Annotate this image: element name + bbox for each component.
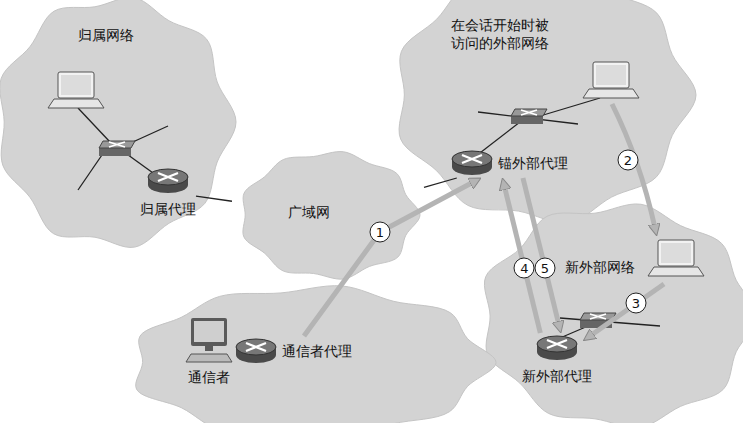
flow-arrow xyxy=(504,186,540,333)
flow-arrow xyxy=(304,182,474,336)
network-name: 在会话开始时被访问的外部网络 xyxy=(448,16,552,52)
lan-cable xyxy=(124,126,168,146)
cloud-shape xyxy=(484,204,743,423)
router-icon xyxy=(450,148,494,178)
router-node: 锚外部代理 xyxy=(450,148,568,178)
flow-arrow xyxy=(523,178,559,325)
keyboard xyxy=(186,354,232,362)
network-cloud: 新外部网络新外部代理 xyxy=(472,196,743,423)
lan-cable xyxy=(560,318,660,326)
callout-number: 2 xyxy=(618,150,639,171)
laptop xyxy=(583,62,639,98)
node-label: 新外部代理 xyxy=(522,367,592,385)
cloud-outline xyxy=(472,196,743,423)
router-top xyxy=(148,169,188,185)
lan-cable xyxy=(476,122,520,156)
callout-number: 5 xyxy=(534,257,555,278)
monitor-frame xyxy=(191,318,227,346)
router-cross xyxy=(246,343,266,351)
callout-number: 1 xyxy=(370,222,391,243)
laptop xyxy=(648,240,704,276)
router-cross xyxy=(462,155,482,163)
lan-cable xyxy=(78,152,104,190)
network-name: 广域网 xyxy=(288,203,330,221)
link-line xyxy=(424,178,457,187)
network-cloud: 归属网络归属代理 xyxy=(0,0,240,256)
monitor-stand xyxy=(205,346,213,351)
node-label: 归属代理 xyxy=(140,200,196,218)
network-cloud-shape xyxy=(136,286,496,423)
lan-cable xyxy=(478,112,578,124)
node-label: 锚外部代理 xyxy=(498,154,568,172)
router-icon xyxy=(535,333,579,363)
switch xyxy=(99,141,135,156)
computer-icon xyxy=(185,318,233,364)
router-cross xyxy=(547,340,567,348)
router-cross xyxy=(158,173,178,181)
host-node: 通信者 xyxy=(185,318,233,386)
cloud-shape xyxy=(0,0,236,247)
monitor-screen xyxy=(194,321,224,342)
illustration xyxy=(48,62,704,423)
callout-number: 3 xyxy=(626,293,647,314)
node-label: 通信者 xyxy=(188,368,230,386)
node-label: 通信者代理 xyxy=(282,342,352,360)
callout-number: 4 xyxy=(514,257,535,278)
lan-cable xyxy=(560,326,588,338)
switch xyxy=(511,109,547,124)
network-cloud: 广域网 xyxy=(232,145,424,285)
network-cloud: 在会话开始时被访问的外部网络锚外部代理 xyxy=(385,0,700,230)
router-top xyxy=(537,336,577,352)
cloud-outline xyxy=(385,0,700,230)
lan-cable xyxy=(124,152,160,178)
cloud-shape xyxy=(243,152,420,280)
network-name: 归属网络 xyxy=(78,26,134,44)
router-icon xyxy=(146,166,190,196)
switch xyxy=(580,313,616,328)
lan-cable xyxy=(540,98,600,116)
router-top xyxy=(236,339,276,355)
cloud-shape xyxy=(399,0,696,223)
network-name: 新外部网络 xyxy=(565,258,635,276)
router-node: 通信者代理 xyxy=(234,336,352,366)
router-node: 新外部代理 xyxy=(522,333,592,385)
router-icon xyxy=(234,336,278,366)
laptop xyxy=(48,72,104,108)
move-arrow xyxy=(612,104,655,228)
lan-cable xyxy=(78,108,110,142)
signal-arrow xyxy=(590,284,664,336)
router-node: 归属代理 xyxy=(140,166,196,218)
link-line xyxy=(196,196,232,201)
router-top xyxy=(452,151,492,167)
